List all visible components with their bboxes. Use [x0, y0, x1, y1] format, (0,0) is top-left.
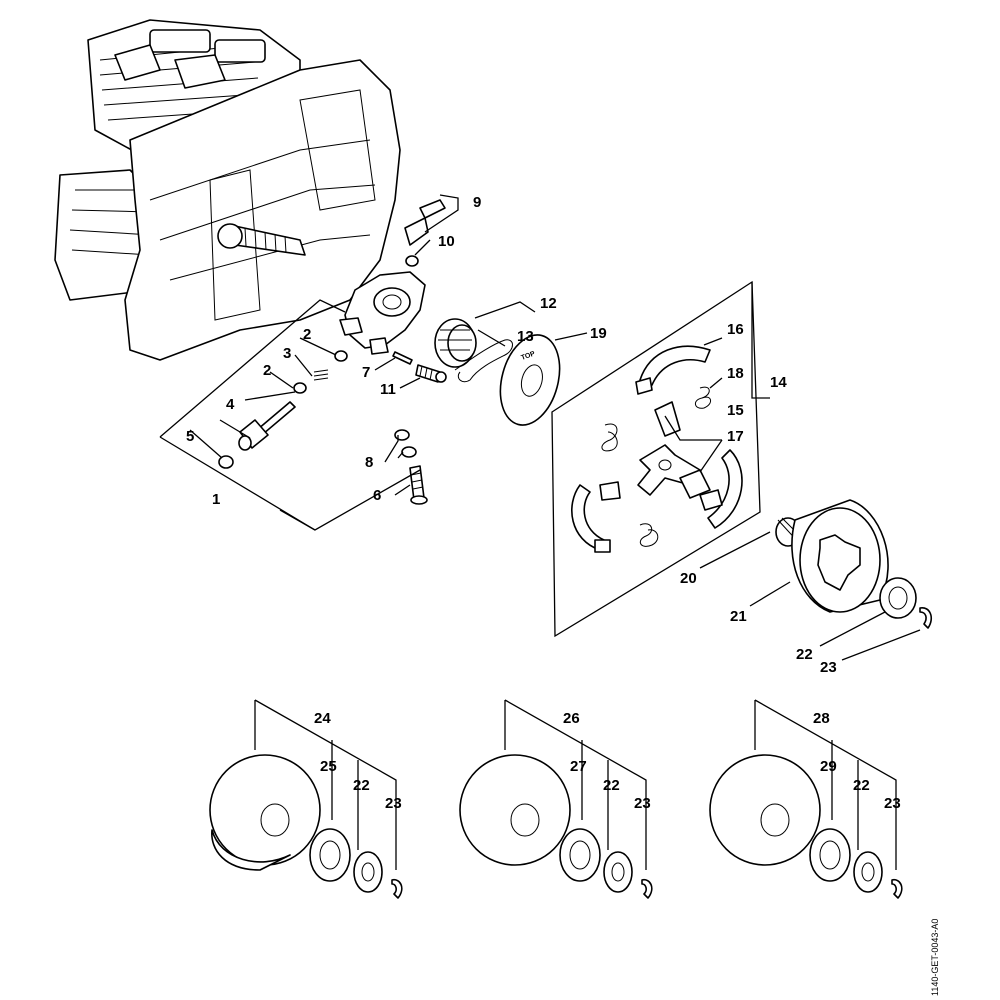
callout-2b: 2 — [263, 362, 271, 379]
callout-13: 13 — [517, 328, 534, 345]
callout-23d: 23 — [884, 795, 901, 812]
callout-23: 23 — [820, 659, 837, 676]
callout-8: 8 — [365, 454, 373, 471]
callout-17: 17 — [727, 428, 744, 445]
callout-16: 16 — [727, 321, 744, 338]
callout-22b: 22 — [353, 777, 370, 794]
callout-labels: 1 2 3 2 4 5 6 7 8 9 10 11 12 13 14 15 16… — [186, 194, 901, 812]
callout-19: 19 — [590, 325, 607, 342]
clutch-assembly-sheet — [551, 280, 770, 638]
callout-10: 10 — [438, 233, 455, 250]
sprocket-set-28 — [709, 699, 903, 899]
bracket-lines-group-1 — [159, 194, 588, 531]
callout-6: 6 — [373, 487, 381, 504]
callout-9: 9 — [473, 194, 481, 211]
sprocket-set-26 — [459, 699, 653, 899]
callout-20: 20 — [680, 570, 697, 587]
callout-22: 22 — [796, 646, 813, 663]
plate-top-marking: TOP — [520, 350, 536, 362]
callout-18: 18 — [727, 365, 744, 382]
sprocket-set-24 — [209, 699, 403, 899]
callout-5: 5 — [186, 428, 194, 445]
callout-2a: 2 — [303, 326, 311, 343]
callout-24: 24 — [314, 710, 331, 727]
callout-21: 21 — [730, 608, 747, 625]
callout-14: 14 — [770, 374, 787, 391]
drawing-id-label: 1140-GET-0043-A0 — [930, 918, 940, 996]
oil-pump-assembly: TOP — [218, 199, 561, 505]
callout-1: 1 — [212, 491, 220, 508]
engine-housing — [54, 19, 401, 361]
callout-28: 28 — [813, 710, 830, 727]
callout-29: 29 — [820, 758, 837, 775]
callout-7: 7 — [362, 364, 370, 381]
clutch-drum-main — [699, 499, 932, 661]
callout-11: 11 — [380, 381, 396, 398]
callout-4: 4 — [226, 396, 235, 413]
callout-22d: 22 — [853, 777, 870, 794]
callout-27: 27 — [570, 758, 587, 775]
callout-25: 25 — [320, 758, 337, 775]
callout-23b: 23 — [385, 795, 402, 812]
callout-12: 12 — [540, 295, 557, 312]
callout-3: 3 — [283, 345, 291, 362]
callout-26: 26 — [563, 710, 580, 727]
callout-22c: 22 — [603, 777, 620, 794]
callout-23c: 23 — [634, 795, 651, 812]
callout-15: 15 — [727, 402, 744, 419]
